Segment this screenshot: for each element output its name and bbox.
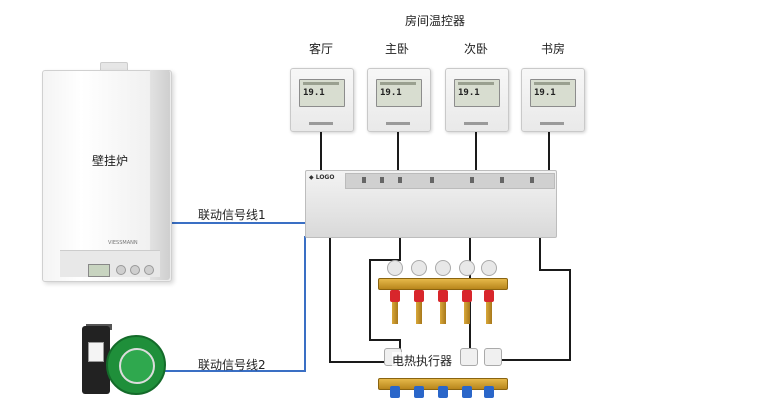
manifold-valve-head <box>411 260 427 276</box>
boiler-knob <box>116 265 126 275</box>
boiler-knob <box>144 265 154 275</box>
thermostat-reading: 19.1 <box>534 88 556 98</box>
return-valve <box>438 386 448 398</box>
pump-rotor-cover <box>119 348 155 384</box>
supply-valve <box>390 290 400 302</box>
supply-manifold <box>378 278 508 290</box>
controller-terminal-strip <box>345 173 555 189</box>
link-line-2-label: 联动信号线2 <box>198 358 266 372</box>
boiler-knob <box>130 265 140 275</box>
manifold-outlet <box>464 302 470 324</box>
controller-terminal <box>470 177 474 183</box>
manifold-valve-head <box>481 260 497 276</box>
controller-terminal <box>530 177 534 183</box>
controller-logo: ◆ LOGO <box>309 174 335 181</box>
actuator-label: 电热执行器 <box>392 352 453 369</box>
return-valve <box>484 386 494 398</box>
thermal-actuator <box>460 348 478 366</box>
thermostat-screen: 19.1 <box>530 79 576 107</box>
manifold-outlet <box>440 302 446 324</box>
return-valve <box>462 386 472 398</box>
manifold-valve-head <box>435 260 451 276</box>
boiler-side <box>150 70 170 280</box>
controller-terminal <box>500 177 504 183</box>
thermostat-reading: 19.1 <box>458 88 480 98</box>
manifold-valve-head <box>387 260 403 276</box>
supply-valve <box>438 290 448 302</box>
wire-actuator-1 <box>369 236 401 365</box>
wire-actuator-4 <box>329 236 385 363</box>
manifold-outlet <box>392 302 398 324</box>
boiler-brand: VIESSMANN <box>108 240 138 246</box>
thermostat-screen: 19.1 <box>376 79 422 107</box>
return-valve <box>390 386 400 398</box>
room-label-master: 主卧 <box>384 42 409 56</box>
supply-valve <box>484 290 494 302</box>
controller-terminal <box>398 177 402 183</box>
thermostat-reading: 19.1 <box>380 88 402 98</box>
manifold-valve-head <box>459 260 475 276</box>
supply-valve <box>414 290 424 302</box>
room-label-study: 书房 <box>540 42 565 56</box>
controller-terminal <box>362 177 366 183</box>
manifold-outlet <box>416 302 422 324</box>
thermostat-second: 19.1 <box>445 68 509 132</box>
thermal-actuator <box>484 348 502 366</box>
thermostat-master: 19.1 <box>367 68 431 132</box>
room-label-living: 客厅 <box>308 42 333 56</box>
thermostat-screen: 19.1 <box>454 79 500 107</box>
supply-valve <box>462 290 472 302</box>
pump-screen <box>88 342 104 362</box>
thermostat-living: 19.1 <box>290 68 354 132</box>
thermostat-reading: 19.1 <box>303 88 325 98</box>
manifold-outlet <box>486 302 492 324</box>
controller-terminal <box>380 177 384 183</box>
link-line-1-label: 联动信号线1 <box>198 208 266 222</box>
signal-wire-2 <box>160 236 306 372</box>
wire-actuator-3 <box>500 236 571 361</box>
thermostat-screen: 19.1 <box>299 79 345 107</box>
boiler-label: 壁挂炉 <box>92 154 129 168</box>
room-label-second: 次卧 <box>463 42 488 56</box>
diagram-title: 房间温控器 <box>405 14 466 28</box>
return-valve <box>414 386 424 398</box>
boiler-control-panel <box>60 250 160 277</box>
boiler-screen <box>88 264 110 277</box>
controller-terminal <box>430 177 434 183</box>
thermostat-study: 19.1 <box>521 68 585 132</box>
